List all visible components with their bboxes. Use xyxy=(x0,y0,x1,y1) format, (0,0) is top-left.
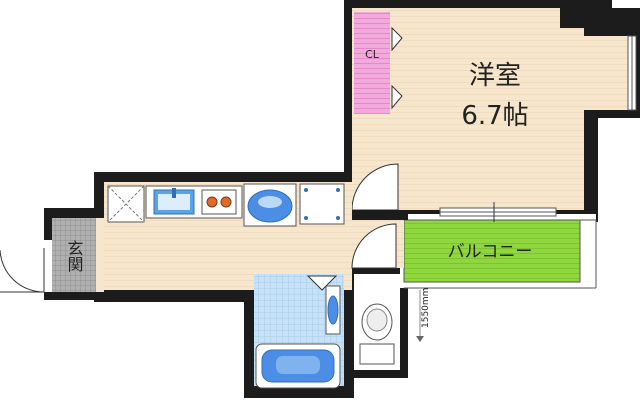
window-right xyxy=(627,35,637,111)
balcony-window[interactable] xyxy=(439,202,557,222)
dimension-label: 1550mm xyxy=(421,288,431,328)
closet-doors xyxy=(391,26,403,110)
balcony-label: バルコニー xyxy=(448,242,533,262)
air-conditioner xyxy=(560,8,596,28)
washing-machine-icon xyxy=(243,183,297,227)
entrance-floor xyxy=(52,218,96,292)
entrance-door[interactable] xyxy=(0,240,52,293)
western-room-size: 6.7帖 xyxy=(461,101,528,131)
toilet-icon xyxy=(359,303,395,365)
toilet-door[interactable] xyxy=(351,223,397,269)
stove-icon xyxy=(201,189,237,215)
bathroom-door[interactable] xyxy=(306,275,338,291)
balcony xyxy=(400,214,597,289)
dimension-marker xyxy=(416,290,424,342)
bathtub-icon xyxy=(255,343,341,389)
sink-icon xyxy=(153,188,195,215)
western-room-door[interactable] xyxy=(351,160,400,211)
closet-label: CL xyxy=(365,48,380,61)
western-room-name: 洋室 xyxy=(469,61,521,91)
closet xyxy=(354,12,390,114)
vanity-icon xyxy=(325,285,341,335)
fridge-space xyxy=(299,183,345,225)
entrance-label: 玄関 xyxy=(65,240,84,273)
